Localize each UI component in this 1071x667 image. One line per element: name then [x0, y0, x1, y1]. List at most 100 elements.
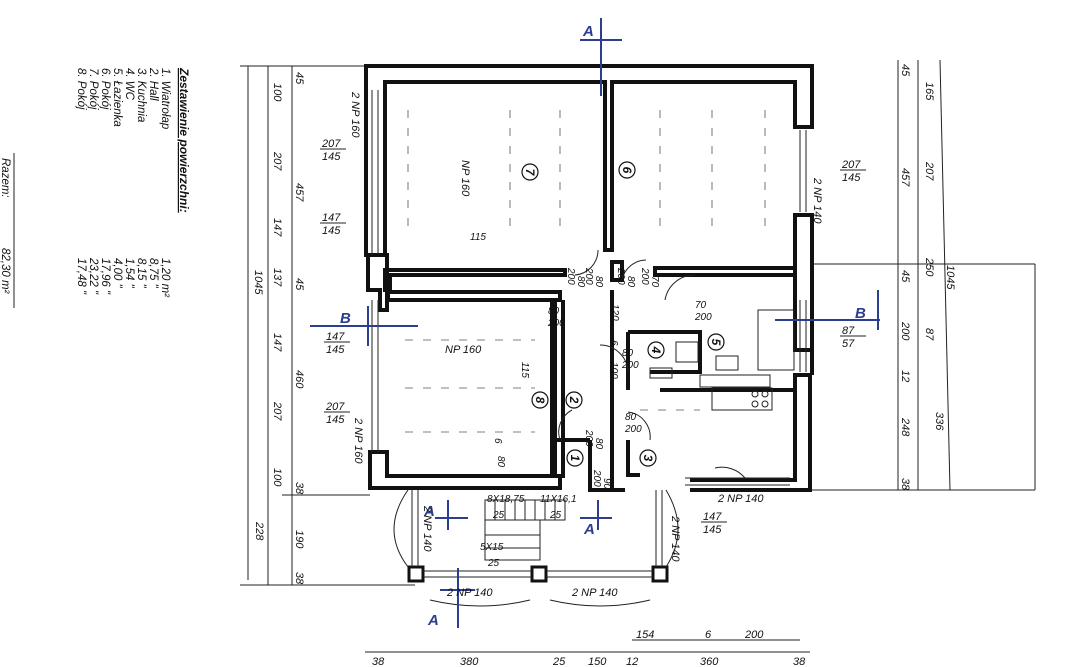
dim-stairs: 11X16,1 — [540, 494, 577, 505]
dim-stairs: 25 — [492, 510, 505, 521]
legend-total-label: Razem: — [0, 158, 11, 198]
dim-left-outer: 100 — [271, 83, 283, 102]
stove — [711, 387, 773, 411]
legend-title: Zestawienie powierzchni: — [177, 67, 191, 213]
dim-misc: 80 — [495, 456, 506, 468]
dim-left-inner: 38 — [293, 572, 305, 585]
post-mid — [530, 565, 548, 583]
dim-bottom-upper: 200 — [744, 629, 764, 641]
window-labels: NP 160 NP 160 2 NP 160 2 NP 160 2 NP 140… — [349, 91, 823, 599]
dim-right-outer: 165 — [923, 82, 935, 101]
room-number: 6 — [620, 167, 634, 174]
door-width: 80 — [625, 276, 636, 288]
terrace — [393, 489, 679, 607]
door-height: 200 — [615, 267, 626, 285]
window-openings — [371, 90, 807, 486]
legend-item-name: 2. Hall — [147, 67, 159, 101]
dim-left-outer: 100 — [271, 468, 283, 487]
legend-item-name: 8. Pokój — [75, 68, 87, 110]
legend-item-area: 1,54 " — [123, 258, 135, 289]
room-number-circle — [707, 333, 725, 351]
window-size-width: 207 — [841, 159, 861, 171]
kitchen-counter — [699, 374, 771, 388]
dim-left-outer: 147 — [271, 218, 283, 237]
section-a-top: A — [582, 23, 594, 40]
dim-right-inner: 200 — [899, 321, 911, 341]
bathtub — [757, 309, 795, 371]
area-legend: Zestawienie powierzchni: 1. Wiatrołap 1,2… — [0, 67, 191, 308]
window-size-height: 145 — [322, 225, 341, 237]
dim-bottom-upper: 6 — [705, 629, 712, 641]
dim-right-outer: 336 — [933, 412, 945, 431]
dim-stairs: 5X15 — [480, 542, 504, 553]
room-number-circle — [618, 161, 636, 179]
dim-right-outer: 207 — [923, 161, 935, 181]
window-2np160-top: 2 NP 160 — [349, 91, 361, 138]
window-2np140-right: 2 NP 140 — [811, 177, 823, 224]
dim-left-outer: 137 — [271, 268, 283, 287]
door-width: 80 — [593, 438, 604, 450]
dim-left-inner: 190 — [293, 530, 305, 549]
dim-right-inner: 38 — [899, 478, 911, 491]
dim-right-outer: 87 — [923, 328, 935, 341]
dim-left-total: 1045 — [252, 270, 264, 295]
post-left — [407, 565, 425, 583]
legend-item-area: 1,20 m² — [159, 258, 171, 298]
door-height: 200 — [624, 424, 642, 435]
legend-item-name: 1. Wiatrołap — [159, 68, 171, 130]
legend-item-name: 6. Pokój — [99, 68, 111, 110]
room-number: 8 — [533, 397, 547, 404]
dim-bottom: 25 — [552, 656, 566, 667]
dim-left-outer: 207 — [271, 401, 283, 421]
dim-left-inner: 45 — [293, 278, 305, 291]
window-np160-room8: NP 160 — [445, 344, 482, 356]
window-2np140-bottom-right: 2 NP 140 — [571, 587, 618, 599]
window-size-height: 145 — [326, 344, 345, 356]
dim-misc: 6 — [492, 438, 503, 444]
room-number: 1 — [568, 455, 582, 462]
dim-right-inner: 457 — [899, 168, 911, 187]
window-size-height: 145 — [322, 151, 341, 163]
dim-misc: 100 — [608, 362, 619, 379]
door-height: 200 — [621, 360, 639, 371]
dashed-lines — [405, 110, 766, 433]
legend-item-area: 17,96 " — [99, 258, 111, 295]
washbasin — [715, 355, 739, 371]
dim-stairs: 25 — [487, 558, 500, 569]
dim-left-outer: 228 — [253, 521, 265, 541]
window-size-width: 147 — [322, 212, 341, 224]
dim-misc: 115 — [470, 232, 486, 243]
legend-item-area: 17,48 " — [75, 258, 87, 295]
room-number-circle — [639, 449, 657, 467]
dim-left-outer: 147 — [271, 333, 283, 352]
door-height: 200 — [565, 267, 576, 285]
window-size-width: 207 — [325, 401, 345, 413]
dim-right-inner: 12 — [899, 370, 911, 382]
wc-fixture — [675, 341, 699, 363]
window-size-width: 207 — [321, 138, 341, 150]
window-2np140-terrace-right: 2 NP 140 — [669, 515, 681, 562]
legend-total-value: 82,30 m² — [0, 248, 11, 295]
fixtures — [649, 309, 795, 411]
room-number: 3 — [641, 455, 655, 462]
door-width: 80 — [575, 276, 586, 288]
window-size-height: 145 — [703, 524, 722, 536]
section-a-bottom: A — [427, 612, 439, 629]
section-markers: A B B A A A — [310, 18, 880, 629]
room-number-circle — [521, 163, 539, 181]
dim-bottom: 360 — [700, 656, 719, 667]
room-number: 5 — [709, 339, 723, 346]
left-dimensions: 1045 — [240, 65, 415, 586]
window-np160-room7: NP 160 — [459, 160, 471, 197]
door-width: 80 — [548, 306, 560, 317]
dim-right-inner: 45 — [899, 64, 911, 77]
door-height: 200 — [583, 429, 594, 447]
door-width: 80 — [593, 276, 604, 288]
section-a-mid-right: A — [583, 521, 595, 538]
dim-misc: 6 — [608, 340, 619, 346]
window-size-width: 147 — [326, 331, 345, 343]
dim-right-outer: 250 — [923, 257, 935, 277]
room-number: 7 — [523, 169, 537, 177]
dim-misc: 115 — [519, 362, 530, 378]
